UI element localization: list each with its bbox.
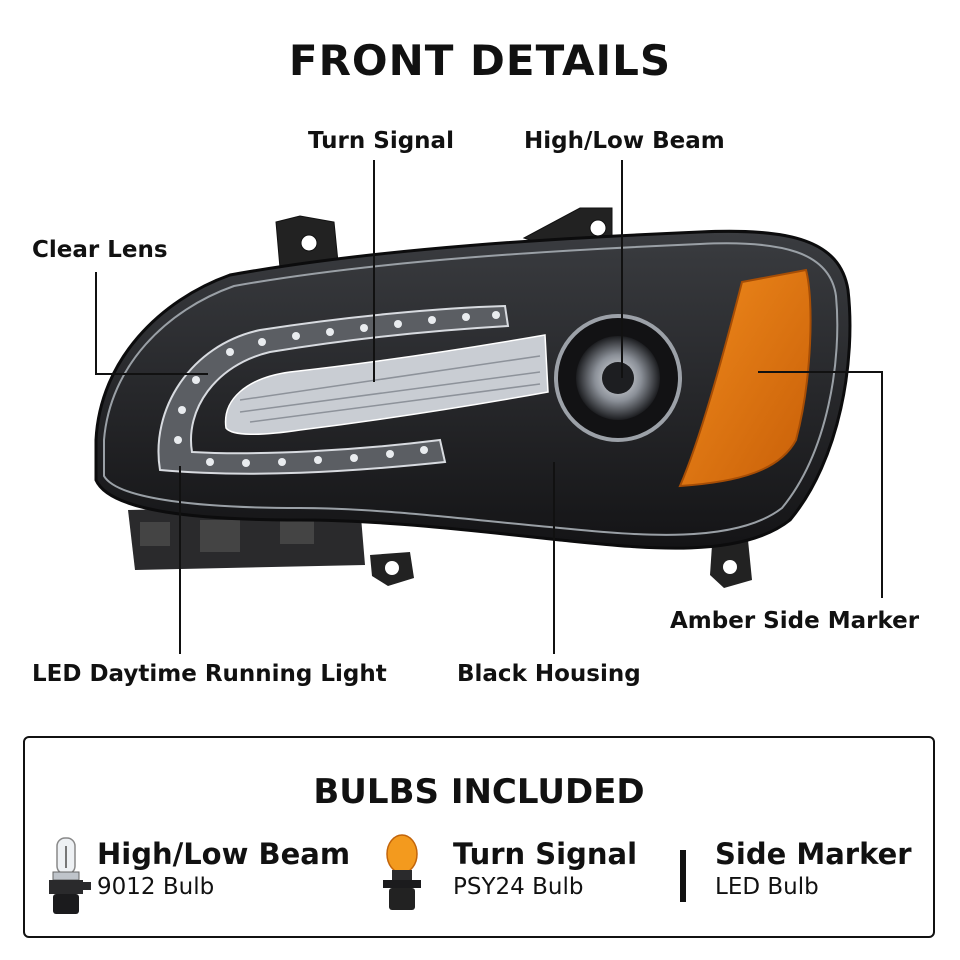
leader-amber-marker	[758, 371, 883, 598]
bulb-item-side-marker: Side Marker LED Bulb	[715, 836, 912, 902]
bulb-type: LED Bulb	[715, 874, 819, 900]
leader-lines	[95, 160, 883, 654]
bulb-type: PSY24 Bulb	[453, 874, 584, 900]
reflector-ribs	[239, 355, 541, 423]
bulbs-included-panel: BULBS INCLUDED High/Low Beam 9012 Bulb T…	[23, 736, 935, 938]
leader-clear-lens	[95, 272, 208, 375]
turn-signal-reflector	[224, 334, 549, 436]
bulb-item-high-low-beam: High/Low Beam 9012 Bulb	[97, 836, 350, 902]
bulb-name: Turn Signal	[453, 837, 638, 871]
projector-center	[602, 362, 634, 394]
bulb-name: High/Low Beam	[97, 837, 351, 871]
callout-black-housing: Black Housing	[457, 661, 641, 687]
page-title: FRONT DETAILS	[288, 36, 672, 85]
callout-amber-side-marker: Amber Side Marker	[670, 608, 920, 634]
clear-lens-rim	[103, 242, 839, 536]
callout-led-drl: LED Daytime Running Light	[32, 661, 387, 687]
led-bar-icon	[680, 850, 686, 902]
led-dots	[174, 311, 500, 467]
bulb-name: Side Marker	[715, 837, 912, 871]
amber-bulb-icon	[383, 834, 421, 910]
drl-strip	[157, 304, 510, 475]
callout-high-low-beam: High/Low Beam	[524, 128, 725, 154]
amber-side-marker	[678, 268, 812, 488]
halogen-bulb-icon	[49, 837, 91, 914]
bulbs-heading: BULBS INCLUDED	[313, 772, 645, 812]
bulb-item-turn-signal: Turn Signal PSY24 Bulb	[453, 836, 637, 902]
bulb-type: 9012 Bulb	[97, 874, 215, 900]
callout-clear-lens: Clear Lens	[32, 237, 168, 263]
callout-turn-signal: Turn Signal	[308, 128, 454, 154]
